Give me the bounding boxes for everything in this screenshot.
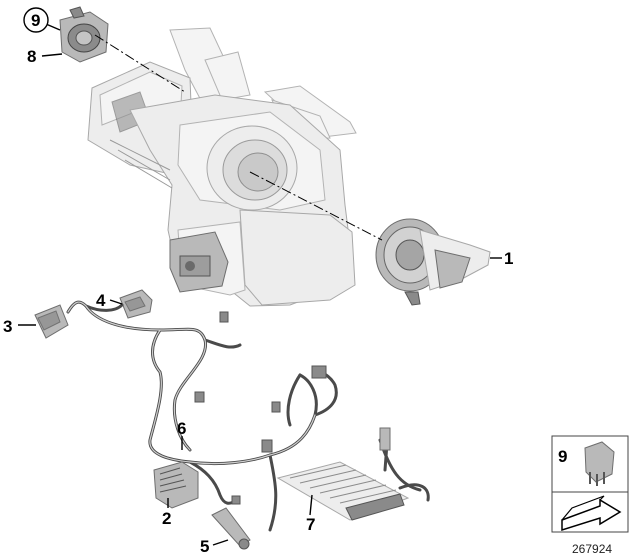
direction-arrow-icon xyxy=(561,498,622,532)
connector-housing-2 xyxy=(153,461,199,509)
sensor-5 xyxy=(211,507,251,550)
callout-1: 1 xyxy=(504,249,513,268)
blower-motor xyxy=(375,218,491,306)
heater-housing xyxy=(87,27,357,307)
reference-number: 267924 xyxy=(572,542,612,556)
callout-9: 9 xyxy=(31,11,40,30)
callout-4: 4 xyxy=(96,291,106,310)
callout-5: 5 xyxy=(200,537,209,556)
leader-lines xyxy=(18,23,502,546)
axis-blower xyxy=(249,171,383,241)
callout-7: 7 xyxy=(306,515,315,534)
actuator-module xyxy=(59,6,109,63)
wiring-harness xyxy=(66,300,338,532)
heating-element-7 xyxy=(276,427,430,521)
legend-label: 9 xyxy=(558,447,567,466)
callout-9-circle xyxy=(23,7,49,33)
module-4 xyxy=(119,289,153,319)
callout-6: 6 xyxy=(177,419,186,438)
legend-box: 9 xyxy=(551,435,629,533)
control-unit-3 xyxy=(34,304,69,339)
callout-3: 3 xyxy=(3,317,12,336)
callout-2: 2 xyxy=(162,509,171,528)
actuator-thumbnail-icon xyxy=(584,441,615,483)
callout-8: 8 xyxy=(27,47,36,66)
